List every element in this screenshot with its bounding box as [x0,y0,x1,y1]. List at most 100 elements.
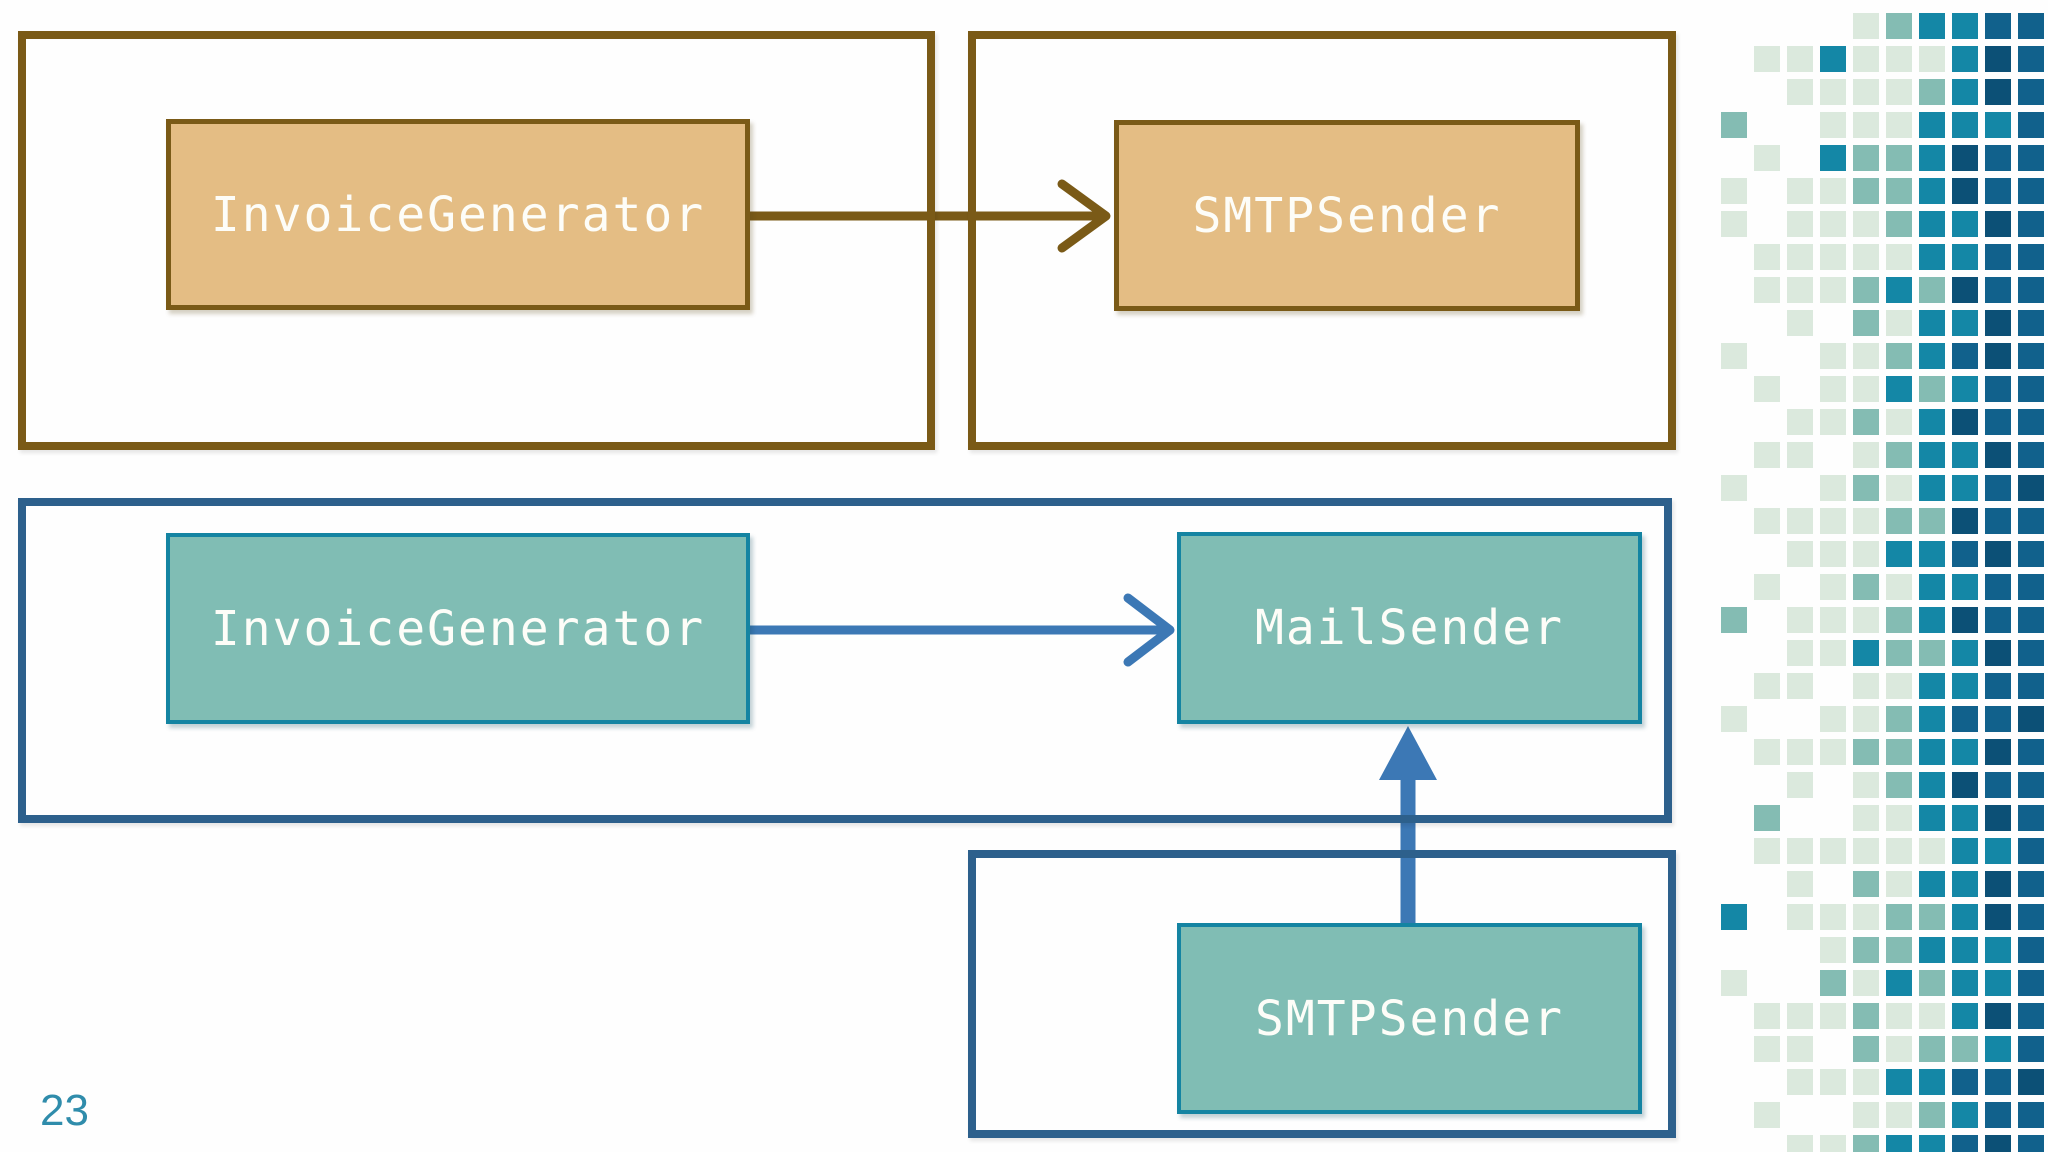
mosaic-cell [1919,211,1945,237]
mosaic-cell [1820,1102,1846,1128]
mosaic-cell [1886,409,1912,435]
mosaic-cell [1754,343,1780,369]
mosaic-cell [1853,937,1879,963]
mosaic-cell [1985,1135,2011,1152]
mosaic-cell [1919,970,1945,996]
mosaic-cell [1721,277,1747,303]
mosaic-cell [2018,1036,2044,1062]
mosaic-cell [1886,145,1912,171]
mosaic-cell [1952,970,1978,996]
mosaic-cell [1886,706,1912,732]
mosaic-cell [1886,277,1912,303]
mosaic-cell [1886,871,1912,897]
mosaic-cell [1952,805,1978,831]
mosaic-cell [1952,376,1978,402]
mosaic-cell [1952,706,1978,732]
mosaic-cell [1787,574,1813,600]
mosaic-cell [1919,640,1945,666]
mosaic-cell [1787,706,1813,732]
mosaic-cell [1754,838,1780,864]
mosaic-cell [1985,1003,2011,1029]
mosaic-cell [1952,1069,1978,1095]
mosaic-cell [1754,739,1780,765]
mosaic-cell [1787,475,1813,501]
mosaic-cell [1886,1135,1912,1152]
mosaic-cell [1820,343,1846,369]
mosaic-cell [1952,838,1978,864]
mosaic-cell [1886,508,1912,534]
mosaic-cell [1754,46,1780,72]
mosaic-cell [1985,343,2011,369]
mosaic-cell [1985,1102,2011,1128]
mosaic-cell [1919,838,1945,864]
mosaic-cell [1787,607,1813,633]
mosaic-cell [1919,178,1945,204]
mosaic-cell [2018,838,2044,864]
mosaic-cell [1853,673,1879,699]
mosaic-cell [1985,706,2011,732]
mosaic-cell [1952,409,1978,435]
mosaic-decoration [1721,13,2044,1152]
mosaic-cell [1721,1069,1747,1095]
mosaic-cell [1787,79,1813,105]
mosaic-cell [1952,937,1978,963]
mosaic-cell [1919,79,1945,105]
mosaic-cell [1820,79,1846,105]
mosaic-cell [2018,1003,2044,1029]
mosaic-cell [1985,178,2011,204]
mosaic-cell [1886,1102,1912,1128]
mosaic-cell [1721,112,1747,138]
mosaic-cell [1820,871,1846,897]
mosaic-cell [1853,79,1879,105]
mosaic-cell [1853,46,1879,72]
mosaic-cell [1952,541,1978,567]
mosaic-cell [1886,541,1912,567]
mosaic-cell [1787,409,1813,435]
mosaic-cell [1985,46,2011,72]
mosaic-cell [2018,805,2044,831]
mosaic-cell [1820,937,1846,963]
mosaic-cell [1787,244,1813,270]
mosaic-cell [1820,409,1846,435]
mosaic-cell [1754,112,1780,138]
mosaic-cell [1919,277,1945,303]
mosaic-cell [1952,79,1978,105]
mosaic-cell [1853,1102,1879,1128]
mosaic-cell [1820,442,1846,468]
mosaic-cell [1754,1069,1780,1095]
mosaic-cell [1820,805,1846,831]
after-mail-sender-label: MailSender [1255,600,1564,656]
mosaic-cell [1886,739,1912,765]
mosaic-cell [1787,970,1813,996]
mosaic-cell [1853,13,1879,39]
mosaic-cell [1820,970,1846,996]
mosaic-cell [1952,640,1978,666]
mosaic-cell [1820,772,1846,798]
mosaic-cell [1919,805,1945,831]
mosaic-cell [1919,310,1945,336]
mosaic-cell [1820,904,1846,930]
mosaic-cell [1952,112,1978,138]
mosaic-cell [2018,937,2044,963]
mosaic-cell [1985,1036,2011,1062]
mosaic-cell [1820,574,1846,600]
mosaic-cell [1919,1003,1945,1029]
mosaic-cell [1886,178,1912,204]
mosaic-cell [1754,211,1780,237]
mosaic-cell [2018,178,2044,204]
mosaic-cell [1754,277,1780,303]
mosaic-cell [1721,310,1747,336]
mosaic-cell [1886,475,1912,501]
mosaic-cell [1820,145,1846,171]
mosaic-cell [1721,1102,1747,1128]
mosaic-cell [1820,838,1846,864]
mosaic-cell [1985,772,2011,798]
mosaic-cell [1853,442,1879,468]
mosaic-cell [2018,409,2044,435]
mosaic-cell [1886,673,1912,699]
mosaic-cell [1787,640,1813,666]
mosaic-cell [1952,13,1978,39]
mosaic-cell [1787,442,1813,468]
mosaic-cell [1754,640,1780,666]
mosaic-cell [1754,178,1780,204]
